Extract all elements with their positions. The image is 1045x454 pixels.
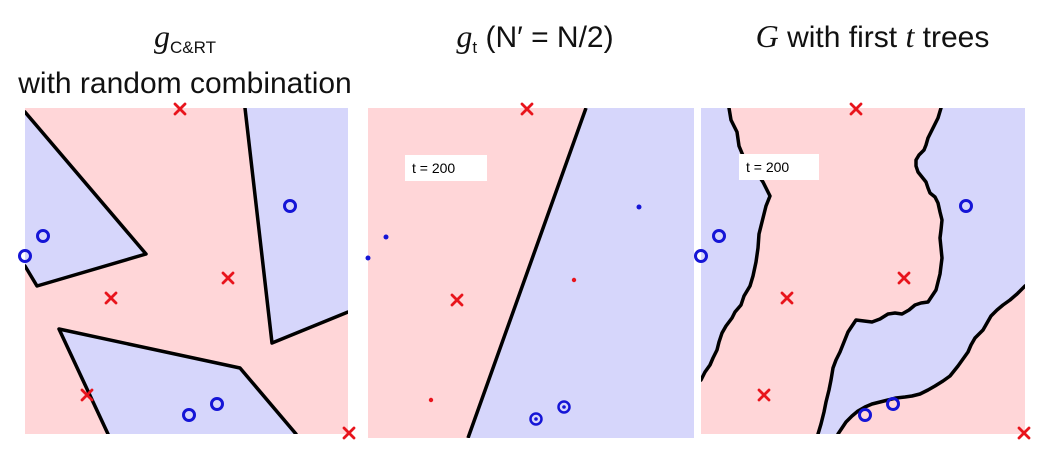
panel-3-t-label-box	[739, 154, 819, 180]
panel-3-cross-point	[1017, 426, 1031, 440]
panel-2-circle-point	[383, 234, 389, 240]
panel-2-cross-point	[450, 293, 464, 307]
panel-3-t-label: t = 200	[746, 159, 789, 175]
panel-1-symbol: g	[154, 18, 170, 54]
panel-1-circle-point	[36, 229, 50, 243]
panel-3-region-right	[818, 108, 1025, 434]
panel-1-circle-point	[18, 249, 32, 263]
panel-2-circle-point	[636, 204, 642, 210]
panel-3-circle-point	[694, 249, 708, 263]
panel-2-rest: (N′ = N/2)	[477, 21, 614, 54]
panel-1-cross-point	[221, 271, 235, 285]
panel-1-subtitle: with random combination	[18, 67, 352, 100]
panel-3-circle-point	[959, 199, 973, 213]
panel-1-region-right	[245, 108, 348, 343]
panel-1-circle-point	[283, 199, 297, 213]
panel-2-circle-center	[534, 417, 538, 421]
panel-2-cross-point-small	[428, 397, 434, 403]
panel-3-mid: with first	[778, 21, 906, 54]
panel-3-boundary-right	[836, 284, 1025, 434]
panel-3: t = 200	[694, 102, 1031, 440]
panel-2-region-right	[468, 108, 694, 438]
panel-2-t-label-box	[405, 155, 487, 181]
panel-3-symbol: G	[755, 18, 779, 54]
panel-2-subscript: t	[472, 38, 478, 57]
panel-1-boundary-right	[243, 108, 348, 345]
panel-3-cross-point	[849, 102, 863, 116]
panel-3-t: t	[905, 18, 915, 54]
panel-1-circle-point	[182, 408, 196, 422]
panel-3-rest: trees	[914, 21, 990, 54]
panel-3-boundary-center	[816, 108, 944, 434]
panel-2-title: gt (N′ = N/2)	[370, 18, 700, 66]
panel-1-subscript: C&RT	[170, 38, 216, 57]
panel-2-circle-point	[365, 255, 371, 261]
panel-1-cross-point	[80, 388, 94, 402]
panel-1-cross-point	[173, 102, 187, 116]
panel-3-cross-point	[757, 388, 771, 402]
panel-1-title: gC&RT with random combination	[0, 18, 370, 102]
panel-3-circle-point	[858, 408, 872, 422]
panel-1-boundary-left	[25, 110, 148, 288]
panel-2-boundary	[466, 108, 588, 438]
panel-1-region-bottom	[59, 329, 296, 434]
panel-1	[18, 102, 356, 440]
panel-1-boundary-bottom	[57, 327, 298, 434]
panel-3-title: G with first t trees	[700, 18, 1045, 56]
panel-2-symbol: g	[456, 18, 473, 54]
panel-1-cross-point	[342, 426, 356, 440]
panel-2-cross-point-small	[571, 277, 577, 283]
panel-2-t-label: t = 200	[412, 160, 455, 176]
panel-2-circle-center	[562, 405, 566, 409]
panel-3-circle-point	[886, 397, 900, 411]
panel-2-cross-point	[520, 102, 534, 116]
panel-1-circle-point	[210, 397, 224, 411]
panel-1-cross-point	[104, 291, 118, 305]
panel-2: t = 200	[365, 102, 694, 438]
panel-2-circle-point	[529, 412, 543, 426]
panel-2-circle-point	[557, 400, 571, 414]
panel-3-cross-point	[897, 271, 911, 285]
panel-3-circle-point	[712, 229, 726, 243]
panel-1-region-left	[25, 112, 146, 286]
panel-3-cross-point	[780, 291, 794, 305]
